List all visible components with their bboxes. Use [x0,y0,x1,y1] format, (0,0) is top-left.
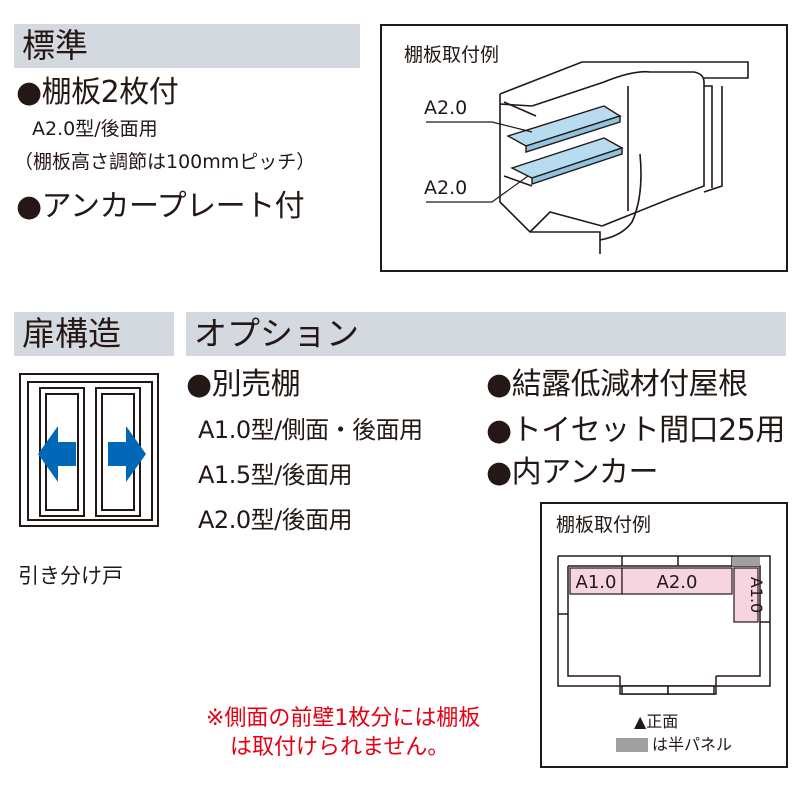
door-caption: 引き分け戸 [18,564,123,588]
option-roof: ●結露低減材付屋根 [486,367,748,402]
floor-plan-illustration: A1.0 A2.0 A1.0 [557,555,771,752]
option-shelf-a15: A1.5型/後面用 [198,461,353,489]
legend-front: ▲正面 [634,712,679,731]
standard-item-shelves-note: （棚板高さ調節は100mmピッチ） [14,151,316,173]
option-gutter-set: ●トイセット間口25用 [486,413,785,448]
shelf-a10-right [733,567,759,623]
options-title: オプション [186,312,786,356]
shelf-a20-center [621,567,733,595]
shelf-label-upper: A2.0 [424,97,467,119]
shelf-a10-left-label: A1.0 [576,572,617,593]
door-title: 扉構造 [14,312,174,356]
slide-left-arrow-icon [38,426,76,482]
shelf-example-bottom-title: 棚板取付例 [556,514,652,536]
option-separate-shelf: ●別売棚 [186,367,301,402]
shelf-example-top-title: 棚板取付例 [404,44,500,66]
legend-half-panel: は半パネル [652,735,733,754]
half-panel-legend-swatch [616,738,648,752]
note-line-2: は取付けられません。 [230,735,450,760]
shelf-label-lower: A2.0 [424,177,467,199]
standard-title: 標準 [14,24,360,68]
shelf-a10-right-label: A1.0 [747,577,766,613]
option-shelf-a20: A2.0型/後面用 [198,506,353,534]
note-line-1: ※側面の前壁1枚分には棚板 [206,706,481,731]
shelf-a20-center-label: A2.0 [657,572,698,593]
shelf-example-bottom-box: 棚板取付例 A1.0 A2.0 A1.0 [540,502,788,768]
standard-item-anchor: ●アンカープレート付 [16,189,305,224]
option-inner-anchor: ●内アンカー [486,455,658,490]
slide-right-arrow-icon [108,426,146,482]
standard-item-shelves-type: A2.0型/後面用 [32,118,158,140]
shelf-example-top-box: 棚板取付例 [380,24,788,272]
half-panel-marker [732,557,760,566]
shelf-a10-left [569,567,623,595]
sliding-door-illustration [19,373,159,527]
shed-interior-illustration: A2.0 A2.0 [424,61,749,254]
option-shelf-a10: A1.0型/側面・後面用 [198,416,423,444]
standard-item-shelves: ●棚板2枚付 [16,75,179,110]
